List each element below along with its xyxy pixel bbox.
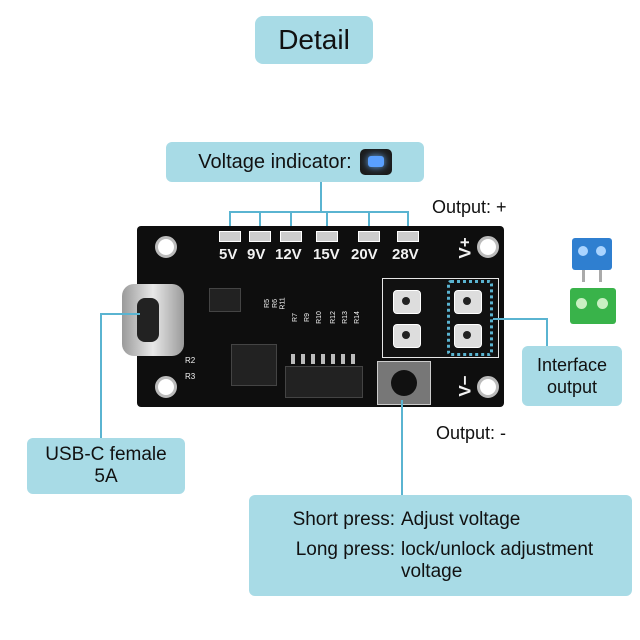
- component-label-r11: R11: [279, 297, 287, 310]
- component-label-r12: R12: [329, 311, 337, 324]
- leader-line-led-2: [259, 211, 261, 231]
- short-press-row: Short press: Adjust voltage: [249, 508, 521, 531]
- leader-line-usbc-h: [100, 313, 140, 315]
- leader-line-usbc-v: [100, 313, 102, 438]
- leader-line-led-3: [290, 211, 292, 231]
- voltage-indicator-label: Voltage indicator:: [198, 150, 352, 173]
- component-label-r10: R10: [315, 311, 323, 324]
- ic-pin: [331, 354, 335, 364]
- component-label-r6: R6: [271, 299, 279, 308]
- voltage-label-20v: 20V: [351, 246, 378, 263]
- ic-pin: [291, 354, 295, 364]
- voltage-label-12v: 12V: [275, 246, 302, 263]
- led-icon: [359, 149, 392, 175]
- leader-line-led-5: [368, 211, 370, 231]
- main-ic: [285, 366, 363, 398]
- led-20v: [358, 231, 380, 242]
- mounting-hole-bottom-left: [155, 376, 177, 398]
- led-9v: [249, 231, 271, 242]
- long-press-key: Long press:: [295, 538, 395, 560]
- led-28v: [397, 231, 419, 242]
- voltage-label-5v: 5V: [219, 246, 238, 263]
- component-label-r7: R7: [291, 313, 299, 322]
- green-terminal-block-icon: [570, 288, 616, 324]
- blue-terminal-block-icon: [572, 238, 612, 282]
- voltage-label-28v: 28V: [392, 246, 419, 263]
- led-15v: [316, 231, 338, 242]
- component-label-r9: R9: [303, 313, 311, 322]
- interface-highlight: [447, 280, 493, 356]
- ic-pin: [301, 354, 305, 364]
- output-minus-label: Output: -: [436, 423, 507, 443]
- usb-c-connector: [122, 284, 184, 356]
- mounting-hole-bottom-right: [477, 376, 499, 398]
- terminal-plus-label: V+: [455, 237, 475, 259]
- voltage-label-15v: 15V: [313, 246, 340, 263]
- title-callout: Detail: [255, 16, 373, 64]
- component-label-r5: R5: [263, 299, 271, 308]
- short-press-value: Adjust voltage: [401, 508, 521, 530]
- mounting-hole-top-left: [155, 236, 177, 258]
- leader-line-indicator-stem: [320, 182, 322, 212]
- pcb-board: 5V 9V 12V 15V 20V 28V V+ V− R2 R3 P1 R5 …: [122, 226, 504, 407]
- leader-line-indicator-bar: [229, 211, 409, 213]
- interface-output-line2: output: [546, 377, 598, 397]
- controller-ic: [231, 344, 277, 386]
- long-press-value-1: lock/unlock adjustment: [401, 538, 594, 560]
- usbc-line1: USB-C female: [45, 444, 167, 465]
- ic-pin: [321, 354, 325, 364]
- mounting-hole-top-right: [477, 236, 499, 258]
- leader-line-interface-h: [493, 318, 547, 320]
- voltage-regulator: [209, 288, 241, 312]
- component-label-r2: R2: [185, 356, 196, 365]
- ic-pin: [351, 354, 355, 364]
- long-press-row-2: voltage: [249, 561, 462, 583]
- usbc-line2: 5A: [94, 466, 118, 487]
- voltage-indicator-callout: Voltage indicator:: [166, 142, 424, 182]
- output-plus-label: Output: +: [432, 197, 507, 217]
- page-title: Detail: [278, 24, 350, 55]
- component-label-r3: R3: [185, 372, 196, 381]
- interface-output-line1: Interface: [536, 355, 608, 375]
- leader-line-led-4: [326, 211, 328, 231]
- long-press-row: Long press: lock/unlock adjustment: [249, 538, 594, 561]
- ic-pin: [341, 354, 345, 364]
- component-label-r14: R14: [353, 311, 361, 324]
- interface-output-callout: Interface output: [522, 346, 622, 406]
- usbc-callout: USB-C female 5A: [27, 438, 185, 494]
- led-5v: [219, 231, 241, 242]
- led-12v: [280, 231, 302, 242]
- leader-line-led-1: [229, 211, 231, 231]
- ic-pin: [311, 354, 315, 364]
- push-button[interactable]: [377, 361, 431, 405]
- terminal-pad: [393, 290, 421, 314]
- component-label-r13: R13: [341, 311, 349, 324]
- terminal-minus-label: V−: [455, 375, 475, 397]
- terminal-pad-plus: [454, 290, 482, 314]
- press-function-callout: Short press: Adjust voltage Long press: …: [249, 495, 632, 596]
- terminal-pad: [393, 324, 421, 348]
- terminal-pad-minus: [454, 324, 482, 348]
- long-press-value-2: voltage: [401, 560, 463, 582]
- leader-line-interface-v: [546, 318, 548, 346]
- leader-line-led-6: [407, 211, 409, 231]
- leader-line-button: [401, 400, 403, 495]
- short-press-key: Short press:: [292, 508, 395, 530]
- voltage-label-9v: 9V: [247, 246, 266, 263]
